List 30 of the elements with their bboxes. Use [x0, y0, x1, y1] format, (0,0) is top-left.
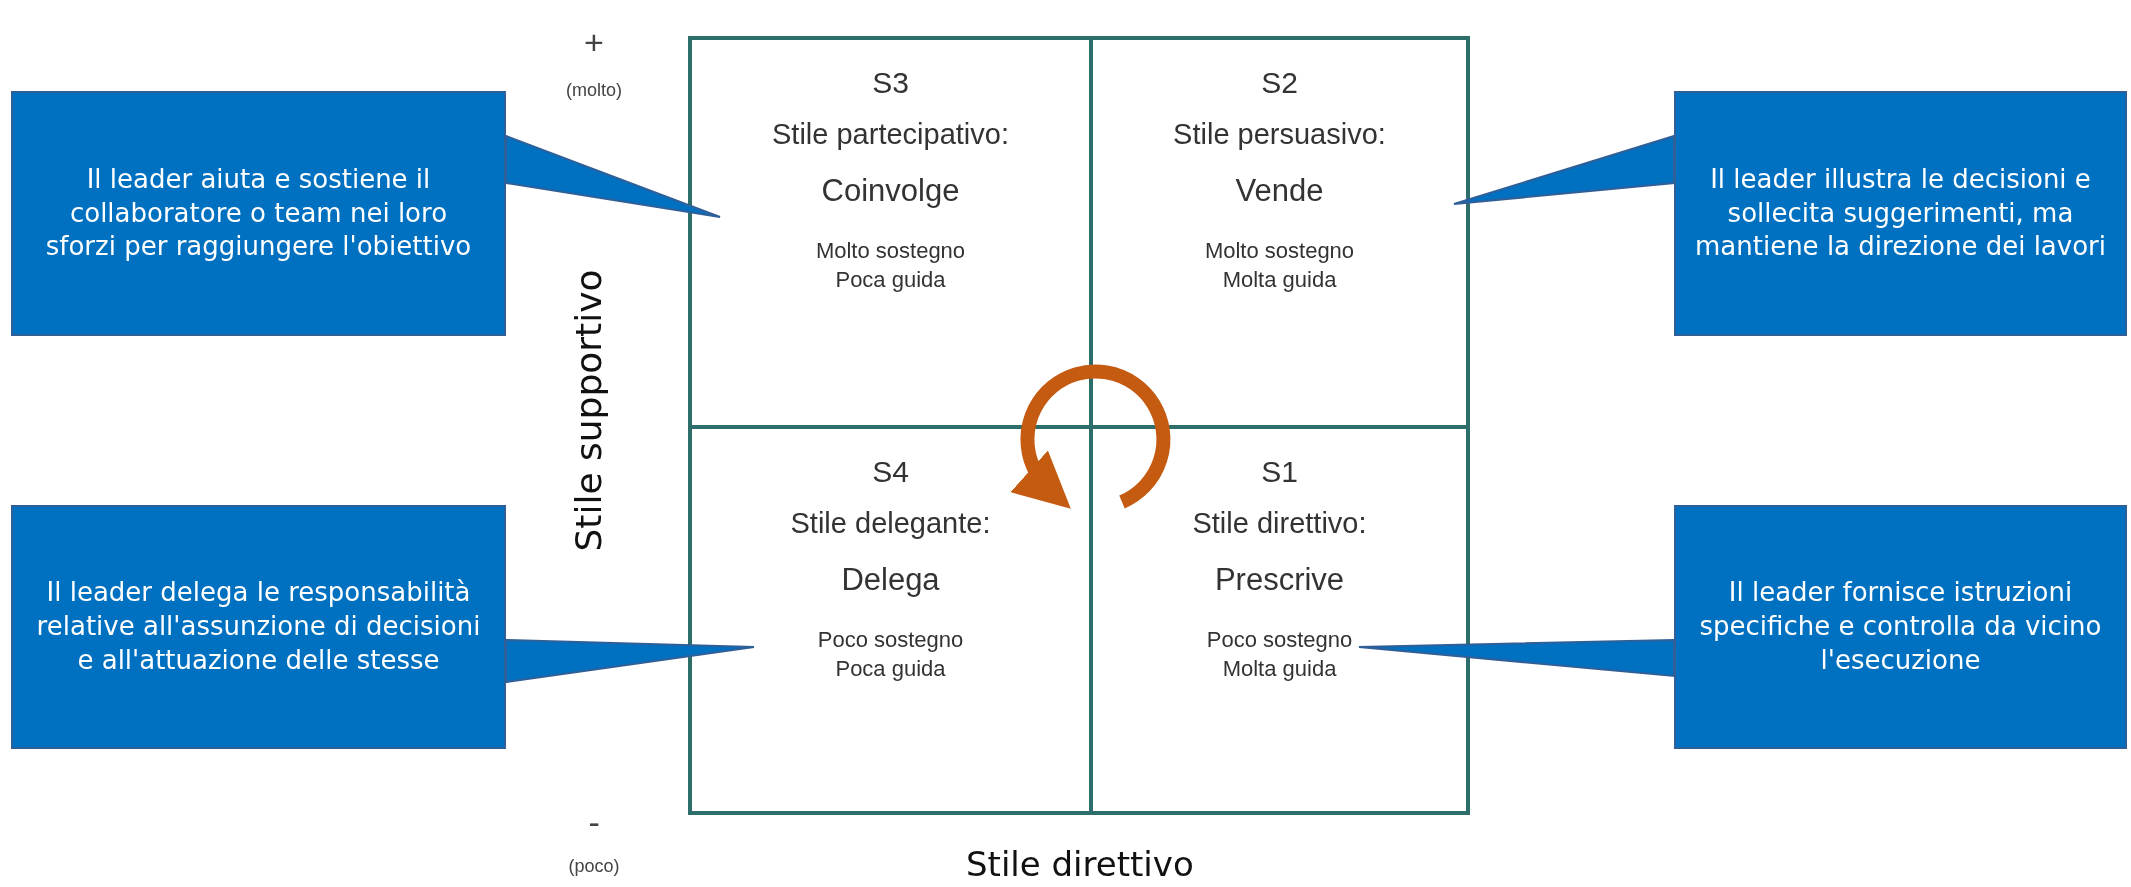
axis-title: Stile supportivo: [567, 268, 609, 552]
callout-box: Il leader fornisce istruzioni specifiche e controlla da vicino l'esecuzione: [1674, 505, 2127, 749]
callout-tail: [505, 134, 721, 218]
style-name: Stile direttivo:: [1192, 507, 1367, 540]
support-guidance-text: Molto sostegno Molta guida: [1203, 237, 1356, 294]
axis-end-label: (molto): [566, 79, 622, 101]
axis-title: Stile direttivo: [966, 844, 1194, 884]
callout-tail: [505, 638, 755, 684]
style-verb: Delega: [841, 562, 940, 598]
plus-sign: +: [584, 22, 604, 62]
style-name: Stile persuasivo:: [1173, 118, 1386, 151]
callout-box: Il leader delega le responsabilità relative all'assunzione di decisioni e all'attuazione delle stesse: [11, 505, 506, 749]
callout-box: Il leader aiuta e sostiene il collaboratore o team nei loro sforzi per raggiungere l'obiettivo: [11, 91, 506, 336]
callout-tail: [1358, 638, 1675, 678]
quadrant-code: S4: [872, 455, 909, 489]
axis-end-label: (poco): [568, 855, 620, 877]
minus-sign: -: [588, 802, 600, 842]
quadrant-code: S1: [1261, 455, 1298, 489]
quadrant-code: S3: [872, 66, 909, 100]
support-guidance-text: Molto sostegno Poca guida: [814, 237, 967, 294]
callout-tail: [1453, 134, 1675, 205]
style-verb: Coinvolge: [821, 173, 960, 209]
callout-box: Il leader illustra le decisioni e sollecita suggerimenti, ma mantiene la direzione dei lavori: [1674, 91, 2127, 336]
support-guidance-text: Poco sostegno Poca guida: [816, 626, 965, 683]
style-name: Stile delegante:: [790, 507, 991, 540]
quadrant-code: S2: [1261, 66, 1298, 100]
style-name: Stile partecipativo:: [772, 118, 1009, 151]
style-verb: Vende: [1235, 173, 1324, 209]
support-guidance-text: Poco sostegno Molta guida: [1205, 626, 1354, 683]
style-verb: Prescrive: [1214, 562, 1345, 598]
